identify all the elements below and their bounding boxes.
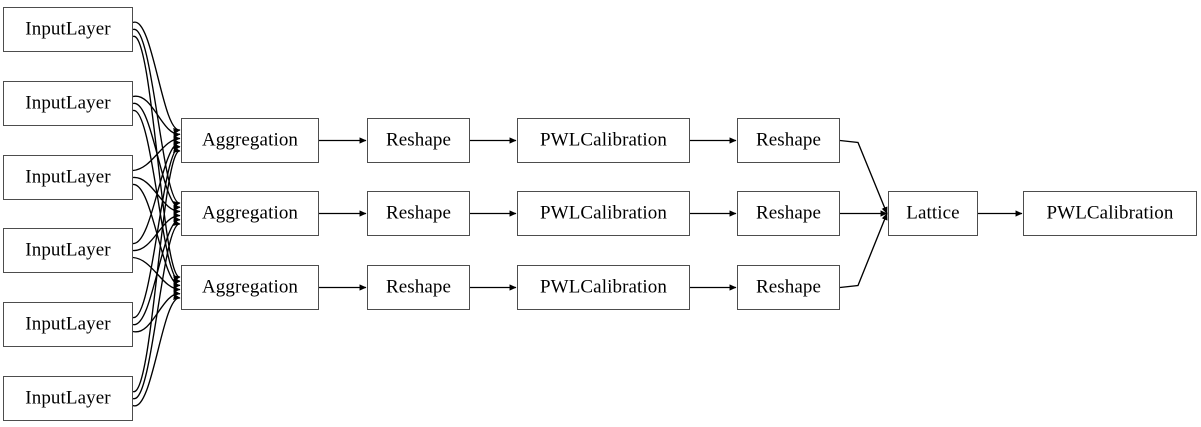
graph-node-label: Aggregation — [201, 202, 299, 224]
graph-node-agg2[interactable]: Aggregation — [181, 191, 319, 236]
graph-node-in6[interactable]: InputLayer — [3, 376, 133, 421]
graph-edge-rsb1-to-lat — [839, 139, 888, 215]
graph-edge-in3-to-agg1 — [132, 135, 181, 172]
graph-node-label: PWLCalibration — [1046, 202, 1174, 224]
graph-node-rsb2[interactable]: Reshape — [737, 191, 840, 236]
graph-edge-in6-to-agg3 — [132, 293, 181, 407]
graph-node-rsb3[interactable]: Reshape — [737, 265, 840, 310]
graph-node-label: PWLCalibration — [540, 276, 667, 298]
graph-node-label: InputLayer — [25, 166, 111, 188]
graph-node-label: Reshape — [755, 202, 822, 224]
graph-node-pwlf[interactable]: PWLCalibration — [1023, 191, 1197, 236]
graph-node-pwl3[interactable]: PWLCalibration — [517, 265, 690, 310]
graph-node-label: InputLayer — [25, 92, 111, 114]
graph-edge-in3-to-agg2 — [132, 176, 181, 215]
graph-node-label: Reshape — [385, 202, 452, 224]
graph-edge-rsb3-to-lat — [839, 212, 888, 289]
graph-node-label: InputLayer — [25, 18, 111, 40]
graph-node-in5[interactable]: InputLayer — [3, 302, 133, 347]
graph-edge-in1-to-agg3 — [132, 35, 181, 282]
graph-edge-in4-to-agg1 — [132, 139, 181, 245]
graph-node-pwl2[interactable]: PWLCalibration — [517, 191, 690, 236]
graph-node-agg1[interactable]: Aggregation — [181, 118, 319, 163]
graph-edge-in5-to-agg3 — [132, 290, 181, 333]
graph-node-label: InputLayer — [25, 313, 111, 335]
graph-node-rs3[interactable]: Reshape — [367, 265, 470, 310]
graph-edge-in6-to-agg2 — [132, 219, 181, 400]
graph-node-label: InputLayer — [25, 387, 111, 409]
graph-node-in2[interactable]: InputLayer — [3, 81, 133, 126]
graph-edge-in3-to-agg3 — [132, 183, 181, 289]
graph-edge-in1-to-agg2 — [132, 28, 181, 208]
graph-edge-in5-to-agg2 — [132, 216, 181, 326]
graph-node-label: PWLCalibration — [540, 202, 667, 224]
graph-node-label: Reshape — [755, 129, 822, 151]
graph-node-label: Reshape — [385, 129, 452, 151]
graph-edge-in1-to-agg1 — [132, 21, 181, 135]
graph-edge-in2-to-agg1 — [132, 95, 181, 138]
graph-edge-in5-to-agg1 — [132, 143, 181, 319]
graph-edge-in2-to-agg3 — [132, 109, 181, 285]
graph-node-label: InputLayer — [25, 239, 111, 261]
graph-edge-in6-to-agg1 — [132, 146, 181, 393]
graph-node-in3[interactable]: InputLayer — [3, 155, 133, 200]
graph-node-in1[interactable]: InputLayer — [3, 7, 133, 52]
graph-node-rsb1[interactable]: Reshape — [737, 118, 840, 163]
graph-node-in4[interactable]: InputLayer — [3, 228, 133, 273]
graph-node-lat[interactable]: Lattice — [888, 191, 978, 236]
graph-edge-in4-to-agg3 — [132, 256, 181, 293]
graph-node-label: Reshape — [755, 276, 822, 298]
graph-node-label: PWLCalibration — [540, 129, 667, 151]
graph-node-label: Lattice — [906, 202, 960, 224]
graph-node-agg3[interactable]: Aggregation — [181, 265, 319, 310]
graph-node-pwl1[interactable]: PWLCalibration — [517, 118, 690, 163]
graph-node-rs2[interactable]: Reshape — [367, 191, 470, 236]
graph-node-rs1[interactable]: Reshape — [367, 118, 470, 163]
graph-node-label: Aggregation — [201, 276, 299, 298]
graph-edge-in4-to-agg2 — [132, 212, 181, 252]
graph-node-label: Aggregation — [201, 129, 299, 151]
graph-edge-in2-to-agg2 — [132, 102, 181, 211]
graph-node-label: Reshape — [385, 276, 452, 298]
